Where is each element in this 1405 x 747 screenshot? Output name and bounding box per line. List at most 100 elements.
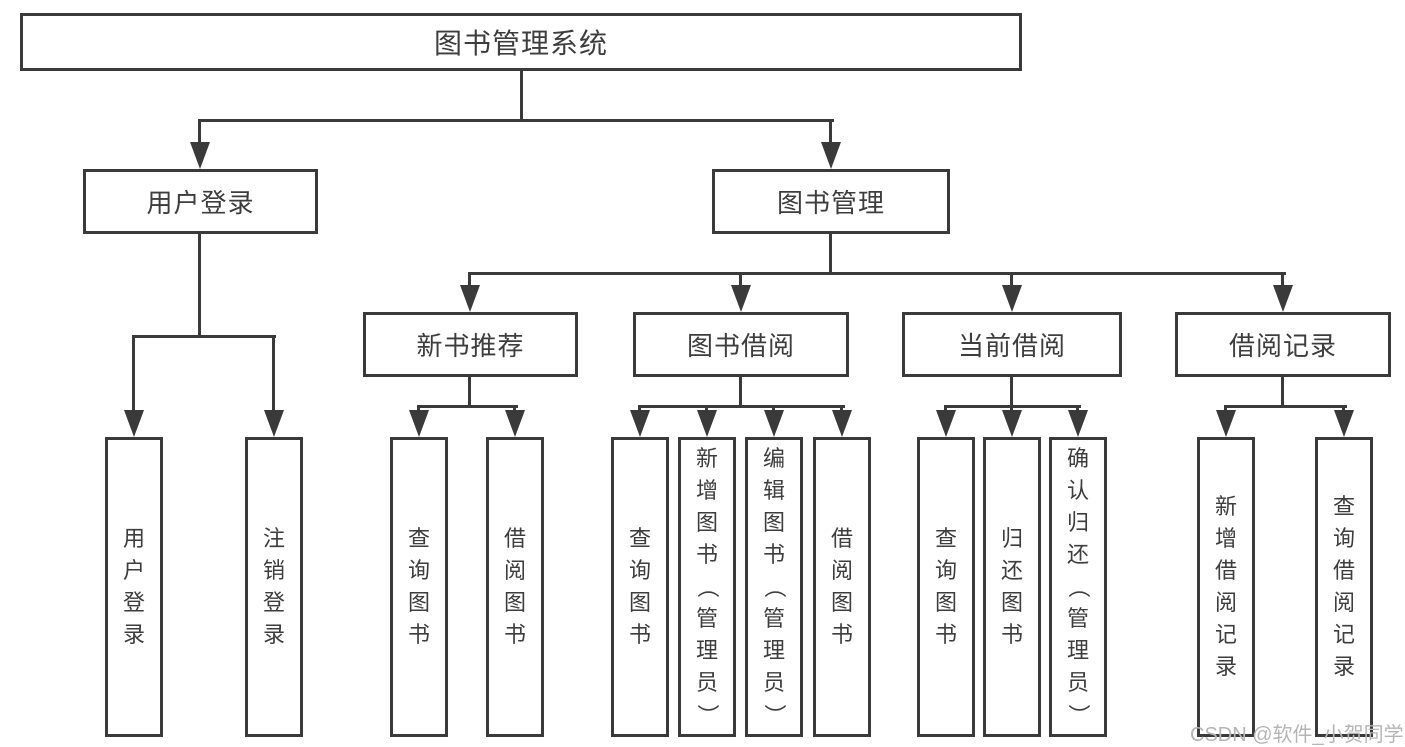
vertical-char: 阅 — [1332, 590, 1355, 615]
arrow-down-icon — [630, 410, 650, 437]
vertical-char: 图 — [628, 590, 651, 615]
arrow-down-icon — [1002, 410, 1022, 437]
connector — [739, 377, 742, 408]
connector — [1342, 405, 1345, 414]
vertical-char: 借 — [830, 526, 853, 551]
vertical-char: 辑 — [762, 478, 785, 503]
connector — [705, 405, 708, 414]
vertical-char: （ — [1065, 575, 1091, 599]
connector — [132, 335, 276, 338]
vertical-char: 图 — [503, 590, 526, 615]
arrow-down-icon — [1002, 285, 1022, 312]
vertical-char: 书 — [407, 622, 430, 647]
arrow-down-icon — [1216, 410, 1236, 437]
vertical-char: 书 — [503, 622, 526, 647]
vertical-char: 管 — [1066, 606, 1089, 631]
leaf-logout: 注销登录 — [245, 437, 303, 737]
connector — [1010, 272, 1013, 288]
vertical-char: 还 — [1000, 558, 1023, 583]
connector — [739, 272, 742, 288]
vertical-char: 理 — [695, 638, 718, 663]
connector — [132, 335, 135, 413]
vertical-char: 新 — [1214, 494, 1237, 519]
vertical-char: 阅 — [1214, 590, 1237, 615]
vertical-char: 录 — [262, 622, 285, 647]
vertical-char: 理 — [1066, 638, 1089, 663]
vertical-char: 阅 — [503, 558, 526, 583]
arrow-down-icon — [764, 410, 784, 437]
connector — [829, 234, 832, 275]
vertical-char: 图 — [1000, 590, 1023, 615]
arrow-down-icon — [505, 410, 525, 437]
csdn-watermark: CSDN @软件_小贺同学 — [1190, 724, 1404, 746]
connector — [198, 234, 201, 338]
connector — [198, 119, 834, 122]
vertical-char: 图 — [407, 590, 430, 615]
arrow-down-icon — [832, 410, 852, 437]
arrow-down-icon — [190, 142, 210, 169]
vertical-char: 图 — [830, 590, 853, 615]
leaf-confirm-return-admin: 确认归还（管理员） — [1049, 437, 1107, 737]
vertical-char: 图 — [934, 590, 957, 615]
arrow-down-icon — [264, 410, 284, 437]
vertical-char: （ — [761, 575, 787, 599]
vertical-char: 借 — [503, 526, 526, 551]
connector — [638, 405, 845, 408]
vertical-char: 查 — [407, 526, 430, 551]
vertical-char: 书 — [762, 542, 785, 567]
connector — [638, 405, 641, 414]
vertical-char: 用 — [122, 526, 145, 551]
connector — [417, 405, 420, 414]
arrow-down-icon — [821, 142, 841, 169]
node-library-management-system: 图书管理系统 — [20, 13, 1022, 71]
vertical-char: 查 — [934, 526, 957, 551]
connector — [468, 272, 471, 288]
connector — [1281, 377, 1284, 408]
arrow-down-icon — [1273, 285, 1293, 312]
node-label: 当前借阅 — [957, 331, 1066, 361]
vertical-char: 注 — [262, 526, 285, 551]
node-label: 借阅记录 — [1228, 331, 1337, 361]
vertical-char: 询 — [628, 558, 651, 583]
connector — [520, 70, 523, 120]
node-book-borrowing: 图书借阅 — [633, 312, 849, 377]
arrow-down-icon — [731, 285, 751, 312]
leaf-add-books-admin: 新增图书（管理员） — [678, 437, 736, 737]
leaf-borrow-books-2: 借阅图书 — [813, 437, 871, 737]
vertical-char: （ — [694, 575, 720, 599]
connector — [1224, 405, 1227, 414]
leaf-user-login: 用户登录 — [105, 437, 163, 737]
connector — [840, 405, 843, 414]
node-label: 用户登录 — [146, 188, 255, 218]
node-book-management: 图书管理 — [712, 169, 950, 234]
vertical-char: 员 — [762, 670, 785, 695]
vertical-char: 查 — [628, 526, 651, 551]
vertical-char: 询 — [1332, 526, 1355, 551]
vertical-char: 书 — [934, 622, 957, 647]
arrow-down-icon — [936, 410, 956, 437]
vertical-char: 录 — [1214, 654, 1237, 679]
vertical-char: 登 — [122, 590, 145, 615]
vertical-char: 确 — [1066, 446, 1089, 471]
connector — [1224, 405, 1347, 408]
vertical-char: 户 — [122, 558, 145, 583]
connector — [829, 119, 832, 145]
node-current-borrowing: 当前借阅 — [902, 312, 1122, 377]
connector — [1076, 405, 1079, 414]
vertical-char: 编 — [762, 446, 785, 471]
vertical-char: 记 — [1332, 622, 1355, 647]
vertical-char: 查 — [1332, 494, 1355, 519]
vertical-char: 归 — [1000, 526, 1023, 551]
vertical-char: 理 — [762, 638, 785, 663]
vertical-char: 员 — [1066, 670, 1089, 695]
vertical-char: ） — [761, 703, 787, 727]
node-label: 图书管理 — [776, 188, 885, 218]
leaf-query-borrow-record: 查询借阅记录 — [1315, 437, 1373, 737]
arrow-down-icon — [409, 410, 429, 437]
connector — [1281, 272, 1284, 288]
arrow-down-icon — [460, 285, 480, 312]
node-label: 新书推荐 — [416, 331, 525, 361]
vertical-char: 销 — [262, 558, 285, 583]
arrow-down-icon — [1068, 410, 1088, 437]
